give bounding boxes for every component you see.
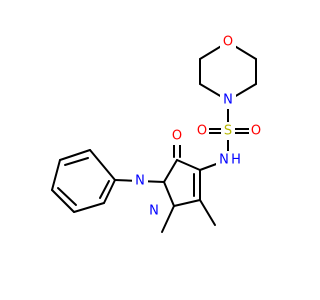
amide-hydrogen-label: H: [231, 153, 241, 168]
bond: [103, 179, 116, 204]
sulfur-label: S: [224, 124, 232, 139]
bond: [64, 157, 89, 166]
bond: [89, 149, 116, 181]
morpholine-oxygen-label: O: [223, 35, 233, 50]
bond: [59, 149, 91, 161]
sulfonyl-oxygen-left-label: O: [197, 124, 207, 139]
sulfonamide-group: [206, 106, 250, 153]
pyrazolone-ring: [163, 141, 201, 207]
bond: [73, 202, 105, 213]
carbonyl-oxygen-label: O: [172, 129, 182, 144]
bond: [99, 180, 110, 199]
molecule-structure: O N S O O N H O N N: [51, 33, 263, 233]
bond: [176, 159, 201, 171]
amide-nitrogen-label: N: [219, 153, 229, 168]
bond: [51, 159, 61, 191]
bond: [51, 189, 75, 213]
sulfonyl-oxygen-right-label: O: [251, 124, 261, 139]
bond: [199, 199, 216, 226]
bond: [57, 187, 77, 206]
bond: [161, 205, 175, 233]
bond: [233, 83, 257, 98]
ring-nitrogen-phenyl-label: N: [135, 174, 145, 189]
bond: [173, 199, 201, 207]
atom-labels: O N S O O N H O N N: [132, 33, 263, 220]
bond: [199, 83, 223, 98]
bond: [163, 159, 178, 183]
methyl-groups: [161, 199, 216, 233]
bond: [163, 181, 175, 207]
bond: [199, 162, 220, 171]
ring-nitrogen-methyl-label: N: [149, 204, 159, 219]
morpholine-ring: [199, 41, 257, 98]
morpholine-nitrogen-label: N: [223, 93, 233, 108]
